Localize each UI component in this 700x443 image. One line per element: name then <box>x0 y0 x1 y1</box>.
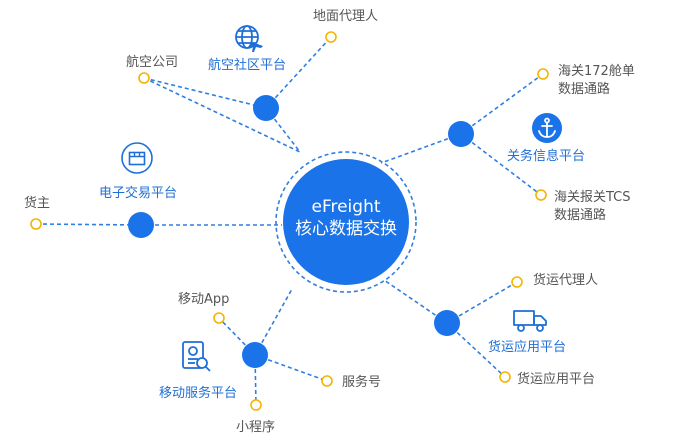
core-hub <box>283 159 409 285</box>
label-airline: 航空公司 <box>126 55 179 70</box>
platform-nodes <box>128 95 474 368</box>
node-customs <box>448 121 474 147</box>
label-service-account: 服务号 <box>342 375 382 390</box>
link-trade-shipper <box>35 223 142 226</box>
globe-plane-icon <box>235 25 263 52</box>
link-freight-center <box>383 279 448 324</box>
label-customs-172: 海关172舱单 数据通路 <box>558 64 635 97</box>
leaf-shipper <box>30 218 42 230</box>
leaf-freight-platform <box>499 371 511 383</box>
truck-icon <box>513 310 547 332</box>
core-dashed-ring <box>275 151 417 293</box>
link-mobile-center <box>254 288 293 356</box>
label-freight-platform-leaf: 货运应用平台 <box>517 372 596 387</box>
leaf-customs-tcs <box>535 189 547 201</box>
label-ground-agent: 地面代理人 <box>313 9 379 24</box>
label-mobile-app: 移动App <box>178 292 230 307</box>
leaf-service-account <box>321 375 333 387</box>
label-customs-tcs: 海关报关TCS 数据通路 <box>554 190 631 223</box>
link-airline-center <box>143 77 301 153</box>
core-title: eFreight 核心数据交换 <box>283 196 409 240</box>
node-trade <box>128 212 154 238</box>
connector-lines <box>35 36 544 406</box>
label-freight-platform: 货运应用平台 <box>488 340 567 355</box>
link-mobile-service <box>254 354 328 382</box>
link-aviation-ground-agent <box>265 36 332 109</box>
label-customs-platform: 关务信息平台 <box>507 149 586 164</box>
node-aviation <box>253 95 279 121</box>
link-customs-center <box>380 133 462 164</box>
link-freight-platform <box>446 322 506 378</box>
leaf-mini-program <box>250 399 262 411</box>
node-mobile <box>242 342 268 368</box>
passport-search-icon <box>182 341 211 372</box>
leaf-ground-agent <box>325 31 337 43</box>
label-aviation-platform: 航空社区平台 <box>208 58 287 73</box>
leaf-customs-172 <box>537 68 549 80</box>
label-shipper: 货主 <box>24 196 51 211</box>
label-freight-agent: 货运代理人 <box>533 273 599 288</box>
label-mini-program: 小程序 <box>236 420 276 435</box>
leaf-nodes <box>30 31 549 411</box>
core-title-line1: eFreight <box>311 197 381 217</box>
link-aviation-airline <box>143 77 267 109</box>
node-freight <box>434 310 460 336</box>
leaf-mobile-app <box>213 312 225 324</box>
label-mobile-platform: 移动服务平台 <box>159 386 238 401</box>
link-customs-172 <box>460 73 544 135</box>
package-box-icon <box>121 142 153 174</box>
leaf-airline <box>138 72 150 84</box>
anchor-icon <box>532 113 562 143</box>
core-title-line2: 核心数据交换 <box>295 219 397 239</box>
label-trade-platform: 电子交易平台 <box>99 186 178 201</box>
leaf-freight-agent <box>511 276 523 288</box>
link-customs-tcs <box>460 133 542 196</box>
